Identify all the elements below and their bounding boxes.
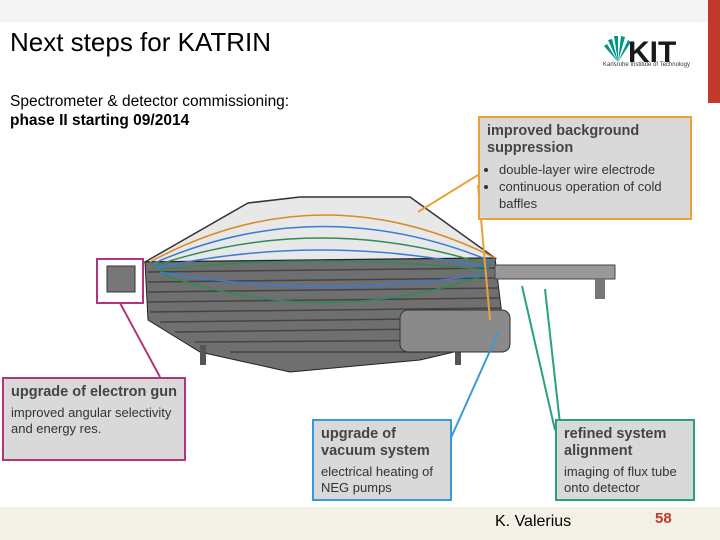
footer-strip: [0, 507, 720, 540]
support-leg: [455, 345, 461, 365]
kit-logo-fan-icon: [604, 36, 631, 62]
detector-beamline: [494, 264, 616, 280]
callout-text: electrical heating of NEG pumps: [321, 464, 434, 495]
author-name: K. Valerius: [495, 513, 572, 530]
field-line-green-1: [153, 237, 492, 267]
callout-background-suppression: improved background suppression double-l…: [478, 116, 692, 220]
callout-text: imaging of flux tube onto detector: [564, 464, 677, 495]
callout-heading: improved background suppression: [487, 123, 640, 156]
field-line-orange: [149, 214, 496, 263]
pointer-background: [417, 174, 479, 213]
callout-electron-gun: upgrade of electron gun improved angular…: [2, 377, 186, 461]
callout-heading: refined system alignment: [564, 426, 667, 459]
kit-logo: KIT: [604, 36, 676, 69]
phase-date: 09/2014: [133, 112, 190, 129]
pump-tube: [399, 309, 511, 353]
callout-bullets: double-layer wire electrode continuous o…: [487, 161, 683, 212]
field-line-blue-3: [159, 271, 486, 288]
field-line-blue-1: [151, 225, 494, 265]
tank-ribs: [147, 267, 504, 353]
electron-gun: [106, 265, 136, 293]
top-strip: [0, 0, 720, 22]
detector-beamline-support: [595, 279, 605, 299]
subheading-line-1: Spectrometer & detector commissioning:: [10, 93, 290, 110]
logo-subtext: Karlsruhe Institute of Technology: [603, 62, 690, 68]
callout-vacuum-system: upgrade of vacuum system electrical heat…: [312, 419, 452, 501]
callout-system-alignment: refined system alignment imaging of flux…: [555, 419, 695, 501]
callout-heading: upgrade of electron gun: [11, 384, 177, 400]
pointer-gun: [119, 302, 161, 378]
pointer-vacuum: [449, 332, 499, 441]
logo-text: KIT: [628, 36, 676, 69]
subheading-line-2: phase II starting 09/2014: [10, 112, 190, 129]
callout-heading: upgrade of vacuum system: [321, 426, 430, 459]
callout-bullet: double-layer wire electrode: [499, 161, 683, 178]
field-line-blue-2: [155, 249, 490, 269]
pointer-alignment-1: [521, 285, 556, 431]
field-line-green-2: [157, 260, 488, 271]
support-leg: [200, 345, 206, 365]
pointer-alignment-2: [544, 288, 561, 425]
accent-bar: [708, 0, 720, 103]
page-number: 58: [655, 510, 672, 527]
field-line-green-3: [161, 273, 484, 304]
slide-title: Next steps for KATRIN: [10, 27, 272, 57]
callout-bullet: continuous operation of cold baffles: [499, 178, 683, 212]
callout-text: improved angular selectivity and energy …: [11, 405, 172, 436]
subheading: Spectrometer & detector commissioning: p…: [10, 92, 289, 130]
